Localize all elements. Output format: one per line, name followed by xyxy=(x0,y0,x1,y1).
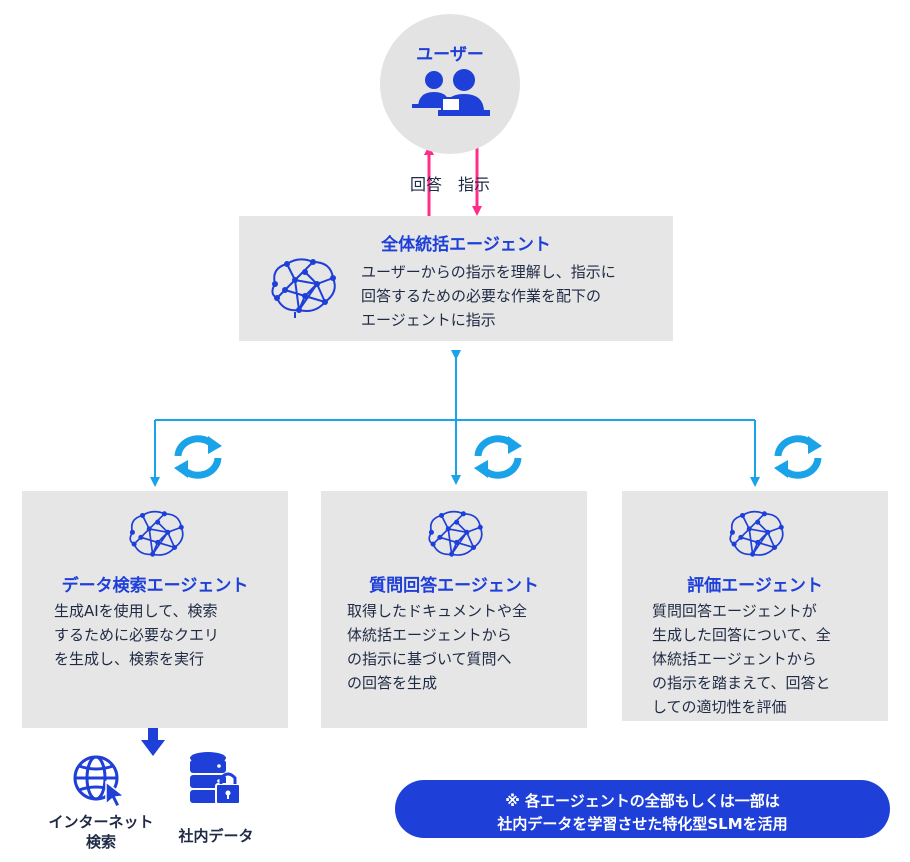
answer-label: 回答 xyxy=(410,175,443,194)
evaluation-agent-title: 評価エージェント xyxy=(687,576,823,596)
data-search-agent-description: 生成AIを使用して、検索 するために必要なクエリ を生成し、検索を実行 xyxy=(54,602,220,668)
user-node: ユーザー xyxy=(380,14,520,154)
internal-data-label: 社内データ xyxy=(178,827,254,845)
evaluation-agent-box: 評価エージェント 質問回答エージェントが 生成した回答について、全 体統括エージ… xyxy=(622,491,888,721)
cycle-icon xyxy=(474,435,522,479)
brain-network-icon xyxy=(729,510,784,557)
evaluation-agent-description: 質問回答エージェントが 生成した回答について、全 体統括エージェントから の指示… xyxy=(652,602,831,716)
qa-agent-box: 質問回答エージェント 取得したドキュメントや全 体統括エージェントから の指示に… xyxy=(321,491,587,728)
cycle-icon xyxy=(174,435,222,479)
cycle-icon xyxy=(774,435,822,479)
qa-agent-description: 取得したドキュメントや全 体統括エージェントから の指示に基づいて質問へ の回答… xyxy=(347,602,528,692)
orchestrator-description: ユーザーからの指示を理解し、指示に 回答するための必要な作業を配下の エージェン… xyxy=(361,263,616,329)
orchestrator-agent-box: 全体統括エージェント ユーザーからの指示を理解し、指示に 回答するための必要な作… xyxy=(239,216,673,341)
brain-network-icon xyxy=(129,510,184,557)
slm-note: ※ 各エージェントの全部もしくは一部は 社内データを学習させた特化型SLMを活用 xyxy=(395,780,890,838)
instruction-label: 指示 xyxy=(458,175,491,194)
globe-icon xyxy=(73,755,126,808)
orchestrator-title: 全体統括エージェント xyxy=(381,235,551,255)
data-search-agent-title: データ検索エージェント xyxy=(61,576,249,596)
database-lock-icon xyxy=(190,752,241,805)
qa-agent-title: 質問回答エージェント xyxy=(369,576,539,596)
data-search-agent-box: データ検索エージェント 生成AIを使用して、検索 するために必要なクエリ を生成… xyxy=(22,491,288,728)
user-label: ユーザー xyxy=(416,45,484,65)
brain-network-icon xyxy=(271,258,336,318)
users-icon xyxy=(412,69,490,116)
brain-network-icon xyxy=(428,510,483,557)
internet-search-label: インターネット 検索 xyxy=(48,813,154,851)
